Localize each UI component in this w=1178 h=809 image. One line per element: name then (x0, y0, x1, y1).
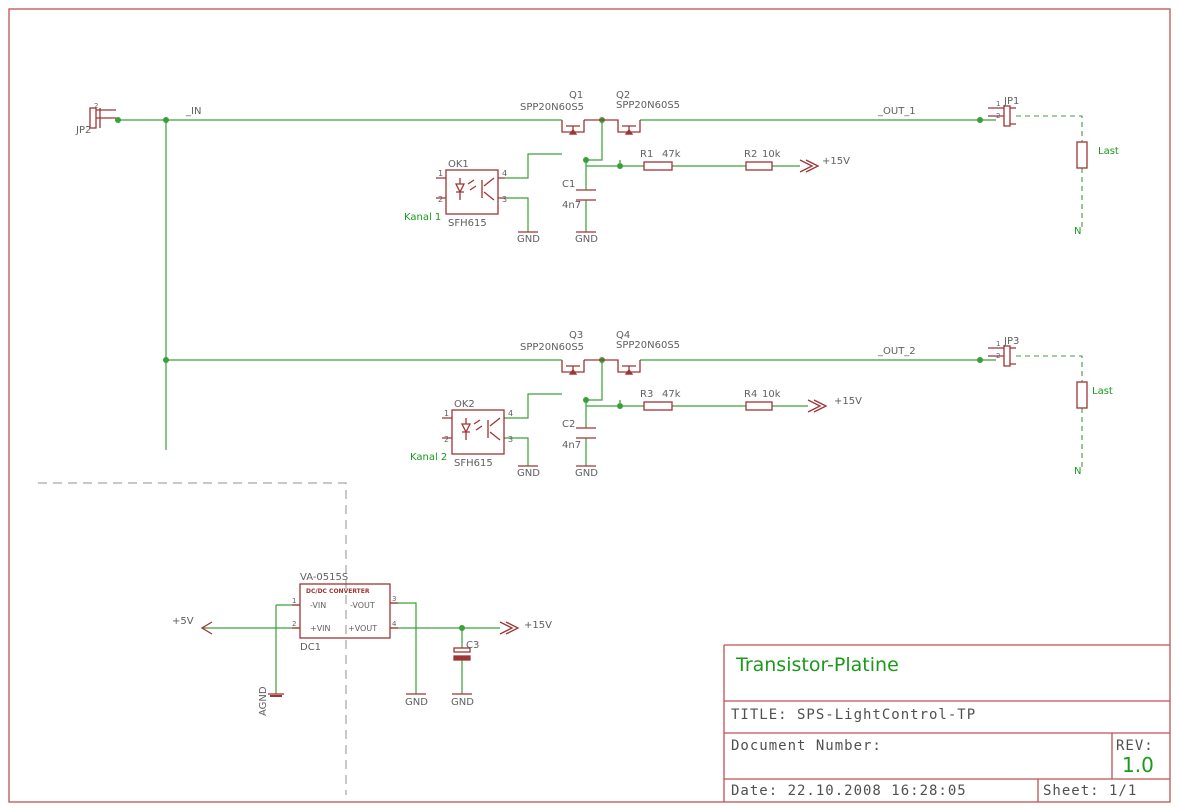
supply-5v: +5V (172, 616, 194, 627)
jp1-pin1: 1 (996, 100, 1000, 108)
gnd-c2: GND (575, 468, 598, 479)
jp3-pin2: 2 (996, 352, 1000, 360)
supply-15v-converter: +15V (524, 620, 552, 631)
gnd-ok1: GND (517, 234, 540, 245)
dc1-inner-title: DC/DC CONVERTER (306, 588, 370, 595)
junctions (115, 117, 983, 631)
ok2-pin1: 1 (444, 409, 449, 418)
ok2-name: OK2 (454, 399, 475, 410)
supply-15v-bottom: +15V (834, 396, 862, 407)
dc1-pin-label-plus-vout: +VOUT (348, 624, 377, 633)
dc1-name: DC1 (300, 642, 321, 653)
net-label-in: _IN (185, 106, 201, 117)
titleblock-rev-value: 1.0 (1122, 753, 1154, 777)
dc1-pin3: 3 (392, 595, 396, 603)
q4-name: Q4 (616, 330, 630, 341)
titleblock-doc-number: Document Number: (731, 738, 882, 754)
r2-value: 10k (762, 149, 781, 160)
load-wiring (1016, 115, 1083, 470)
load2-neutral: N (1074, 466, 1081, 477)
jp1-pin2: 2 (996, 112, 1000, 120)
q3-name: Q3 (569, 330, 583, 341)
c1-value: 4n7 (562, 200, 581, 211)
connector-jp2-label: JP2 (75, 125, 91, 136)
q2-value: SPP20N60S5 (616, 100, 680, 111)
section-separator (38, 482, 347, 795)
ok1-name: OK1 (448, 159, 469, 170)
r1-name: R1 (640, 149, 653, 160)
titleblock-frame (723, 644, 1170, 802)
jp2-pin: 2 (94, 102, 98, 110)
net-label-out2: _OUT_2 (877, 346, 916, 357)
supply-15v-top: +15V (822, 156, 850, 167)
connector-jp1-label: JP1 (1003, 96, 1019, 107)
part-graphics (89, 105, 1088, 697)
q1-value: SPP20N60S5 (520, 102, 584, 113)
dc1-pin-label-minus-vout: -VOUT (350, 601, 375, 610)
gnd-converter: GND (405, 697, 428, 708)
ok2-input-label: Kanal 2 (410, 452, 447, 463)
q1-name: Q1 (569, 90, 583, 101)
dc1-pin-label-plus-vin: +VIN (310, 624, 331, 633)
net-label-out1: _OUT_1 (877, 106, 916, 117)
ok2-value: SFH615 (454, 458, 493, 469)
titleblock-rev-label: REV: (1116, 738, 1154, 754)
ok2-pin3: 3 (508, 435, 513, 444)
r4-value: 10k (762, 389, 781, 400)
ok1-value: SFH615 (448, 218, 487, 229)
jp3-pin1: 1 (996, 340, 1000, 348)
load1-label: Last (1098, 146, 1119, 157)
dc1-pin1: 1 (292, 597, 296, 605)
sheet-frame (8, 8, 1171, 803)
titleblock-sheet: Sheet: 1/1 (1043, 783, 1137, 799)
dc1-pin2: 2 (292, 620, 296, 628)
dc1-pin-label-minus-vin: -VIN (310, 601, 326, 610)
load1-neutral: N (1074, 226, 1081, 237)
ok1-pin4: 4 (502, 169, 507, 178)
r2-name: R2 (744, 149, 757, 160)
q3-value: SPP20N60S5 (520, 342, 584, 353)
q2-name: Q2 (616, 90, 630, 101)
c2-name: C2 (562, 419, 575, 430)
dc1-pin4: 4 (392, 620, 397, 628)
wires (118, 119, 996, 694)
r4-name: R4 (744, 389, 757, 400)
titleblock-title: TITLE: SPS-LightControl-TP (731, 707, 976, 723)
q4-value: SPP20N60S5 (616, 340, 680, 351)
agnd-label: AGND (258, 686, 269, 716)
c1-name: C1 (562, 179, 575, 190)
r3-name: R3 (640, 389, 653, 400)
ok1-pin1: 1 (438, 169, 443, 178)
r1-value: 47k (662, 149, 681, 160)
c3-name: C3 (466, 640, 479, 651)
ok2-pin4: 4 (508, 409, 513, 418)
gnd-c3: GND (451, 697, 474, 708)
ok1-pin3: 3 (502, 195, 507, 204)
ok1-input-label: Kanal 1 (404, 212, 441, 223)
c2-value: 4n7 (562, 440, 581, 451)
dc1-value: VA-0515S (300, 572, 348, 583)
titleblock-heading: Transistor-Platine (735, 654, 899, 676)
r3-value: 47k (662, 389, 681, 400)
connector-jp3-label: JP3 (1003, 336, 1019, 347)
ok1-pin2: 2 (438, 195, 443, 204)
gnd-c1: GND (575, 234, 598, 245)
gnd-ok2: GND (517, 468, 540, 479)
ok2-pin2: 2 (444, 435, 449, 444)
load2-label: Last (1092, 386, 1113, 397)
titleblock-date: Date: 22.10.2008 16:28:05 (731, 783, 967, 799)
